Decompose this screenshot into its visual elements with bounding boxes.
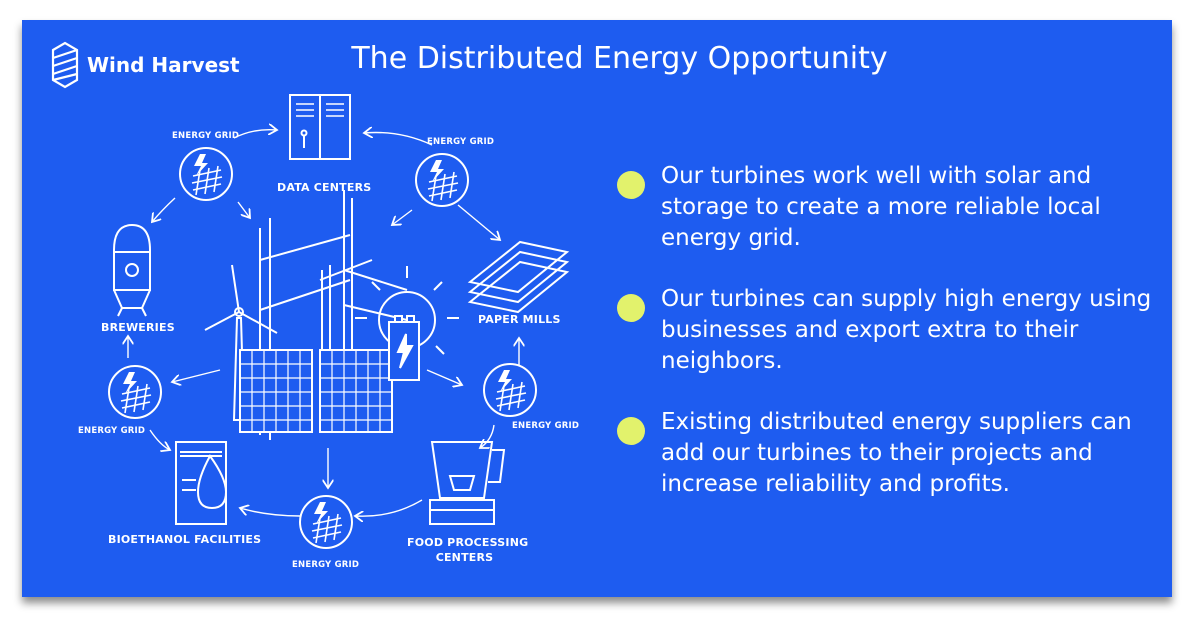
label-energy-grid: ENERGY GRID [427,137,495,147]
bullet-text: Our turbines work well with solar and st… [661,163,1101,251]
connector-arrow [480,424,495,448]
energy-diagram: DATA CENTERS PAPER MILLS FOOD PROCESSING… [22,20,622,597]
brand-name: Wind Harvest [87,53,240,77]
energy-grid-icon [483,363,537,417]
fuel-tank-drop-icon [175,441,228,525]
label-energy-grid: ENERGY GRID [172,131,240,141]
bullet-list: Our turbines work well with solar and st… [614,161,1164,530]
blender-icon [429,441,506,525]
connector-arrow [426,369,462,385]
label-energy-grid: ENERGY GRID [292,560,360,570]
bullet-item: Our turbines work well with solar and st… [614,161,1164,254]
connector-arrow [457,204,500,240]
connector-arrow [172,369,221,382]
bullet-dot-icon [617,171,645,199]
battery-icon [388,315,420,381]
wind-harvest-logo-icon [51,41,79,89]
energy-grid-icon [415,153,469,207]
server-rack-icon [289,94,351,160]
label-food-processing-line1: FOOD PROCESSING [407,536,529,549]
connector-arrow [152,197,176,222]
label-energy-grid: ENERGY GRID [78,426,146,436]
label-food-processing: FOOD PROCESSING CENTERS [407,535,529,565]
connector-arrow [355,499,423,516]
energy-grid-icon [179,147,233,201]
label-bioethanol: BIOETHANOL FACILITIES [108,533,262,546]
label-paper-mills: PAPER MILLS [478,313,561,326]
connector-arrow [364,133,433,146]
connector-arrow [149,429,170,450]
paper-sheets-icon [467,240,570,314]
label-energy-grid: ENERGY GRID [512,421,580,431]
slide: Wind Harvest The Distributed Energy Oppo… [22,20,1172,597]
label-food-processing-line2: CENTERS [435,551,494,564]
label-data-centers: DATA CENTERS [277,181,372,194]
bullet-item: Existing distributed energy suppliers ca… [614,407,1164,500]
bullet-text: Our turbines can supply high energy usin… [661,286,1152,374]
bullet-dot-icon [617,294,645,322]
bullet-item: Our turbines can supply high energy usin… [614,284,1164,377]
energy-grid-icon [299,495,353,549]
connector-arrow [392,209,413,225]
connector-arrow [237,201,250,218]
bullet-text: Existing distributed energy suppliers ca… [661,409,1132,497]
energy-grid-icon [108,365,162,419]
slide-title: The Distributed Energy Opportunity [351,41,888,76]
connector-arrow [240,508,301,517]
label-breweries: BREWERIES [101,321,175,334]
connector-arrow [233,130,277,139]
brewery-silo-icon [113,223,151,317]
brand-logo: Wind Harvest [50,40,250,90]
bullet-dot-icon [617,417,645,445]
